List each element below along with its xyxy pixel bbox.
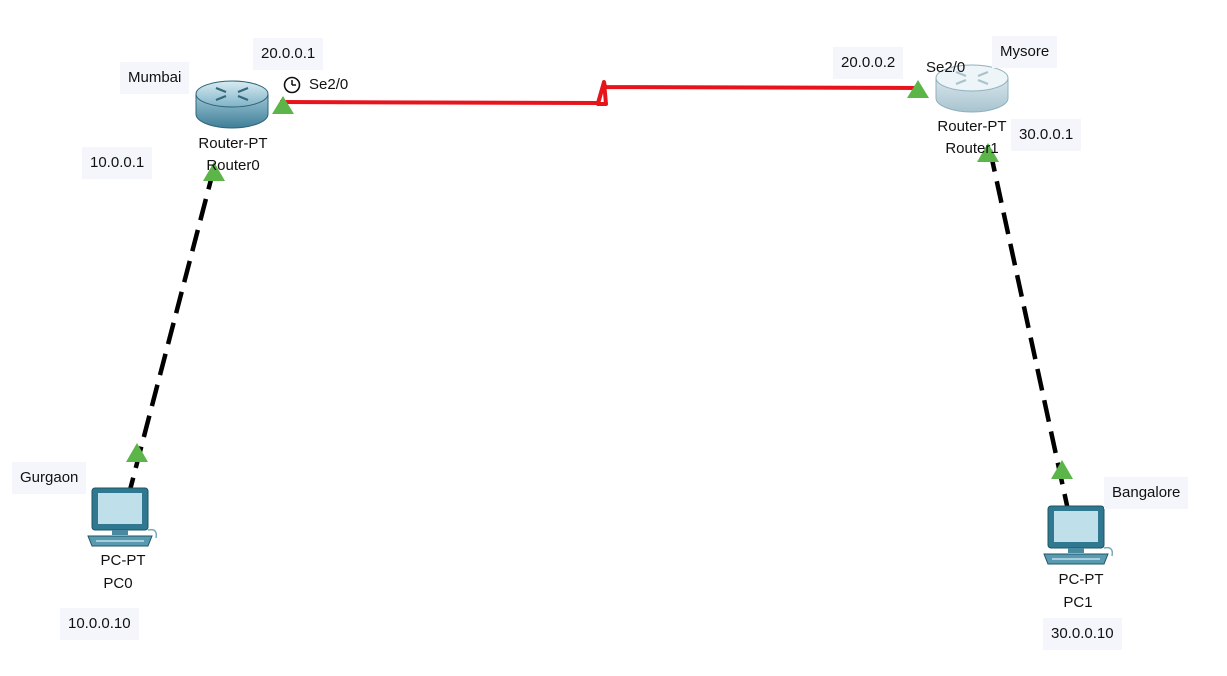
link-light-r1-se [907, 80, 929, 98]
note-mumbai[interactable]: Mumbai [120, 62, 190, 94]
link-light-pc0 [126, 443, 148, 462]
pc0-icon[interactable] [86, 486, 160, 550]
pc1-icon[interactable] [1042, 504, 1116, 568]
note-bangalore[interactable]: Bangalore [1104, 477, 1189, 509]
note-pc0-ip[interactable]: 10.0.0.10 [60, 608, 139, 640]
note-router0-serial-ip[interactable]: 20.0.0.1 [253, 38, 324, 70]
router0-icon[interactable] [194, 78, 270, 130]
serial-link[interactable] [279, 80, 919, 106]
link-router0-pc0[interactable] [127, 167, 217, 491]
router0-model-label: Router-PT [198, 135, 268, 152]
clock-icon [283, 76, 301, 94]
link-router1-pc1[interactable] [987, 149, 1071, 511]
router1-model-label: Router-PT [937, 118, 1007, 135]
note-pc1-ip[interactable]: 30.0.0.10 [1043, 618, 1122, 650]
link-light-r0-se [272, 96, 294, 114]
router1-name-label: Router1 [945, 140, 999, 157]
pc1-model-label: PC-PT [1058, 571, 1104, 588]
pc1-name-label: PC1 [1063, 594, 1093, 611]
link-light-r0-fa [203, 162, 225, 181]
pc0-model-label: PC-PT [100, 552, 146, 569]
note-gurgaon[interactable]: Gurgaon [12, 462, 87, 494]
note-router0-lan-ip[interactable]: 10.0.0.1 [82, 147, 153, 179]
router0-name-label: Router0 [206, 157, 260, 174]
note-mysore[interactable]: Mysore [992, 36, 1058, 68]
pc0-name-label: PC0 [103, 575, 133, 592]
router0-port-label: Se2/0 [309, 76, 349, 93]
router1-icon[interactable] [934, 62, 1010, 114]
note-router1-serial-ip[interactable]: 20.0.0.2 [833, 47, 904, 79]
router1-port-label: Se2/0 [926, 59, 966, 76]
note-router1-lan-ip[interactable]: 30.0.0.1 [1011, 119, 1082, 151]
link-light-pc1 [1051, 460, 1073, 479]
link-light-r1-fa [977, 143, 999, 162]
